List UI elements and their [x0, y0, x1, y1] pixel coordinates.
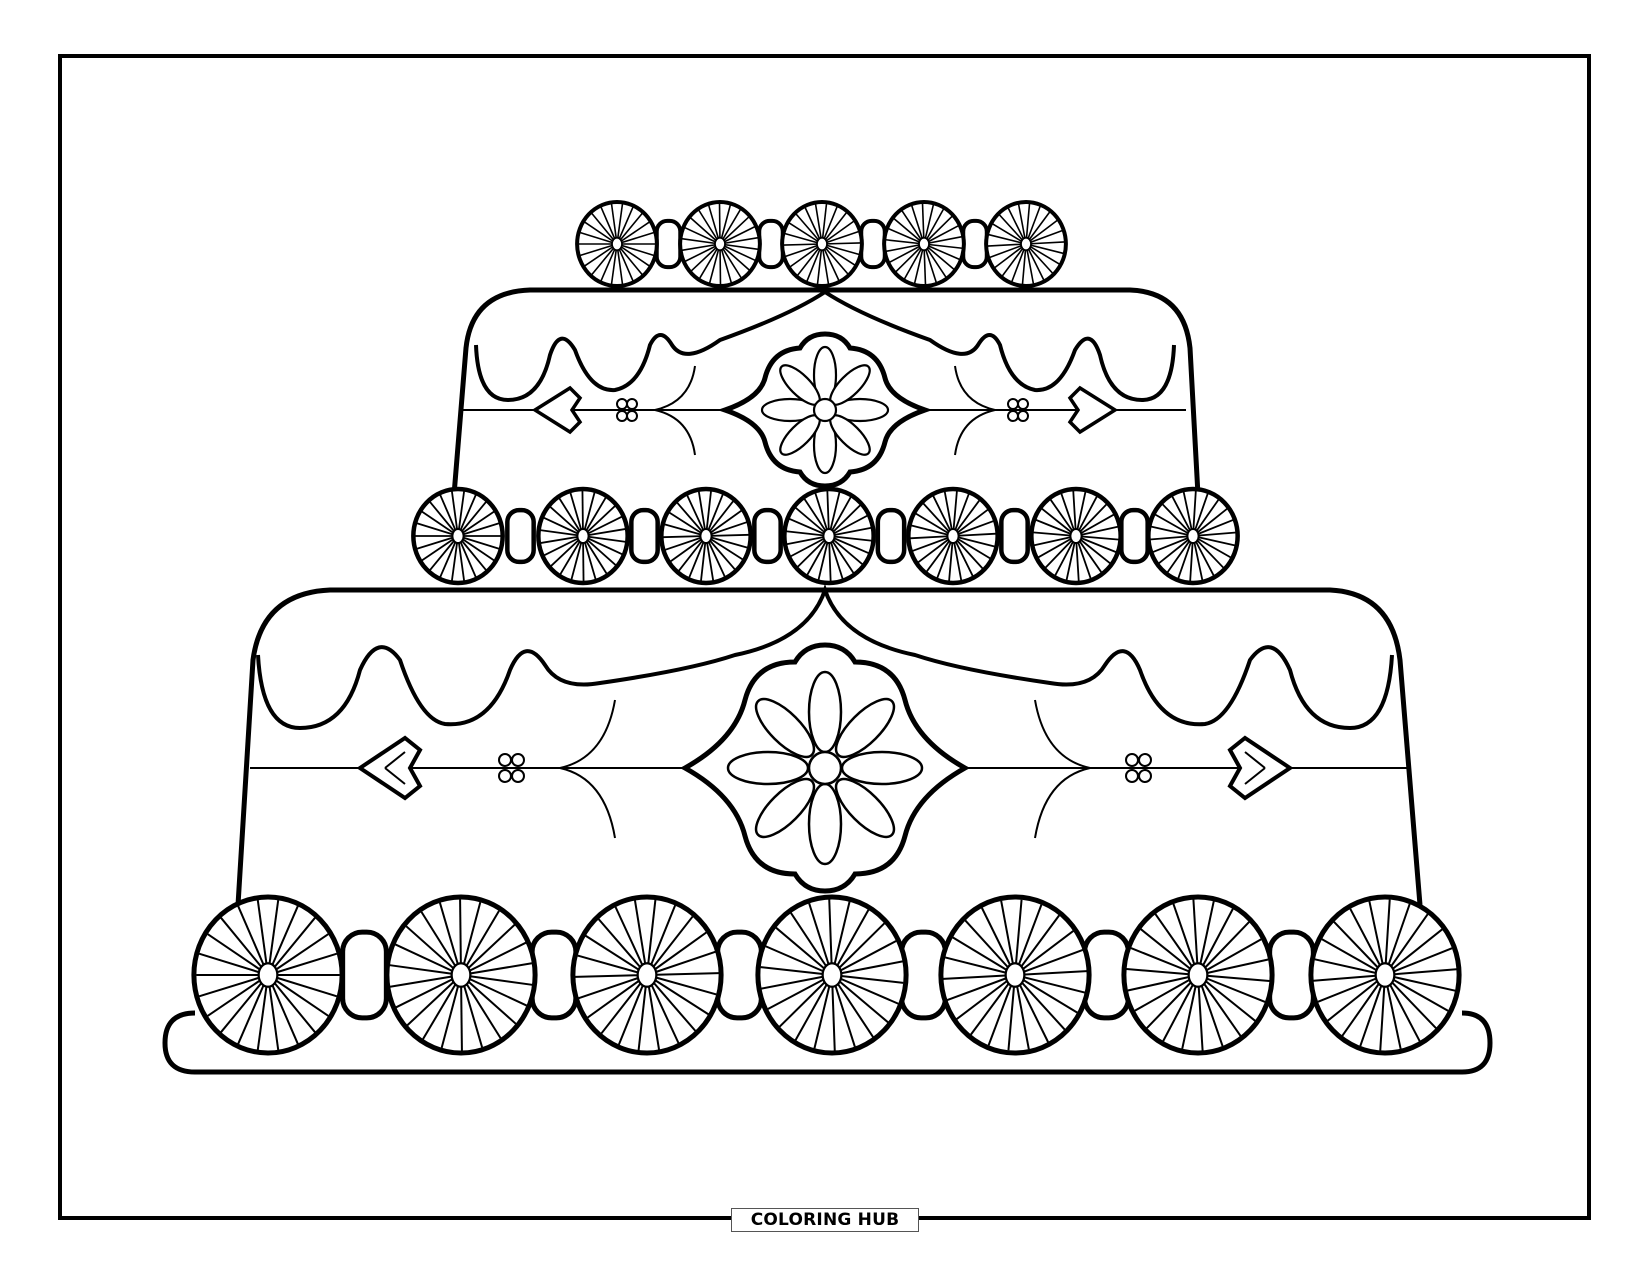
bottom-tier-icing — [256, 583, 1394, 731]
candy-wheel — [782, 486, 876, 586]
candy-connector — [1267, 929, 1316, 1021]
candy-connector — [505, 507, 536, 565]
top-candy-row — [575, 200, 1068, 288]
candy-wheel — [575, 200, 659, 288]
candy-wheel — [678, 200, 762, 288]
candy-wheel — [536, 486, 630, 586]
candy-wheel — [1121, 894, 1275, 1056]
top-medallion-flower — [760, 345, 890, 475]
candy-wheel — [384, 894, 538, 1056]
candy-connector — [859, 218, 887, 270]
candy-wheel — [1308, 894, 1462, 1056]
candy-wheel — [755, 894, 909, 1056]
bottom-right-ornament — [1034, 699, 1294, 839]
top-right-ornament — [954, 365, 1119, 456]
candy-connector — [715, 929, 764, 1021]
candy-connector — [654, 218, 683, 270]
candy-wheel — [780, 200, 864, 288]
candy-wheel — [906, 486, 1000, 586]
candy-connector — [529, 929, 579, 1021]
candy-connector — [752, 507, 783, 565]
bottom-left-ornament — [356, 699, 616, 839]
candy-wheel — [1146, 486, 1240, 586]
top-left-ornament — [531, 365, 696, 456]
middle-candy-row — [411, 486, 1240, 586]
candy-connector — [961, 218, 989, 270]
candy-connector — [757, 218, 785, 270]
candy-wheel — [1029, 486, 1123, 586]
bottom-medallion-flower — [726, 670, 924, 866]
top-tier-icing — [474, 289, 1176, 403]
bottom-candy-row — [191, 894, 1462, 1056]
candy-connector — [999, 507, 1030, 565]
candy-wheel — [191, 894, 345, 1056]
brand-label: COLORING HUB — [731, 1208, 919, 1232]
candy-connector — [340, 929, 389, 1021]
candy-connector — [1119, 507, 1150, 565]
candy-wheel — [938, 894, 1092, 1056]
candy-wheel — [882, 200, 966, 288]
candy-connector — [629, 507, 660, 565]
candy-wheel — [984, 200, 1068, 288]
candy-wheel — [659, 486, 753, 586]
candy-wheel — [570, 894, 724, 1056]
candy-connector — [875, 507, 907, 565]
candy-wheel — [411, 486, 505, 586]
